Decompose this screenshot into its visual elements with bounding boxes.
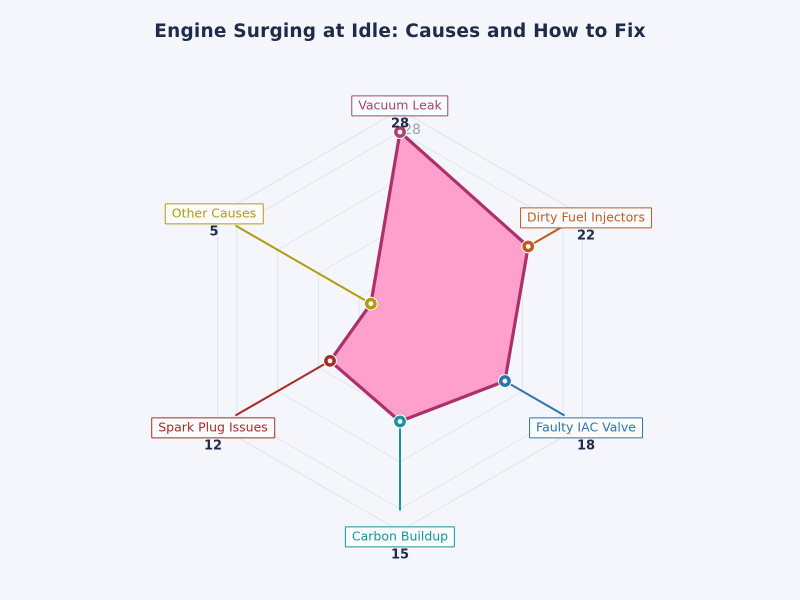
radial-axis-tick-label: 28 bbox=[403, 122, 421, 138]
data-point-marker-core bbox=[397, 129, 403, 135]
data-point-marker-core bbox=[502, 378, 508, 384]
axis-leader-line bbox=[527, 224, 566, 248]
axis-leader-line bbox=[504, 380, 566, 417]
chart-title: Engine Surging at Idle: Causes and How t… bbox=[154, 21, 646, 42]
axis-leader-line bbox=[234, 224, 372, 305]
data-point-marker-core bbox=[368, 301, 374, 307]
radar-data-polygon bbox=[328, 130, 530, 423]
data-point-marker-core bbox=[327, 358, 333, 364]
data-point-marker-core bbox=[525, 244, 531, 249]
axis-leader-line bbox=[234, 360, 331, 417]
data-point-marker-core bbox=[397, 419, 403, 424]
